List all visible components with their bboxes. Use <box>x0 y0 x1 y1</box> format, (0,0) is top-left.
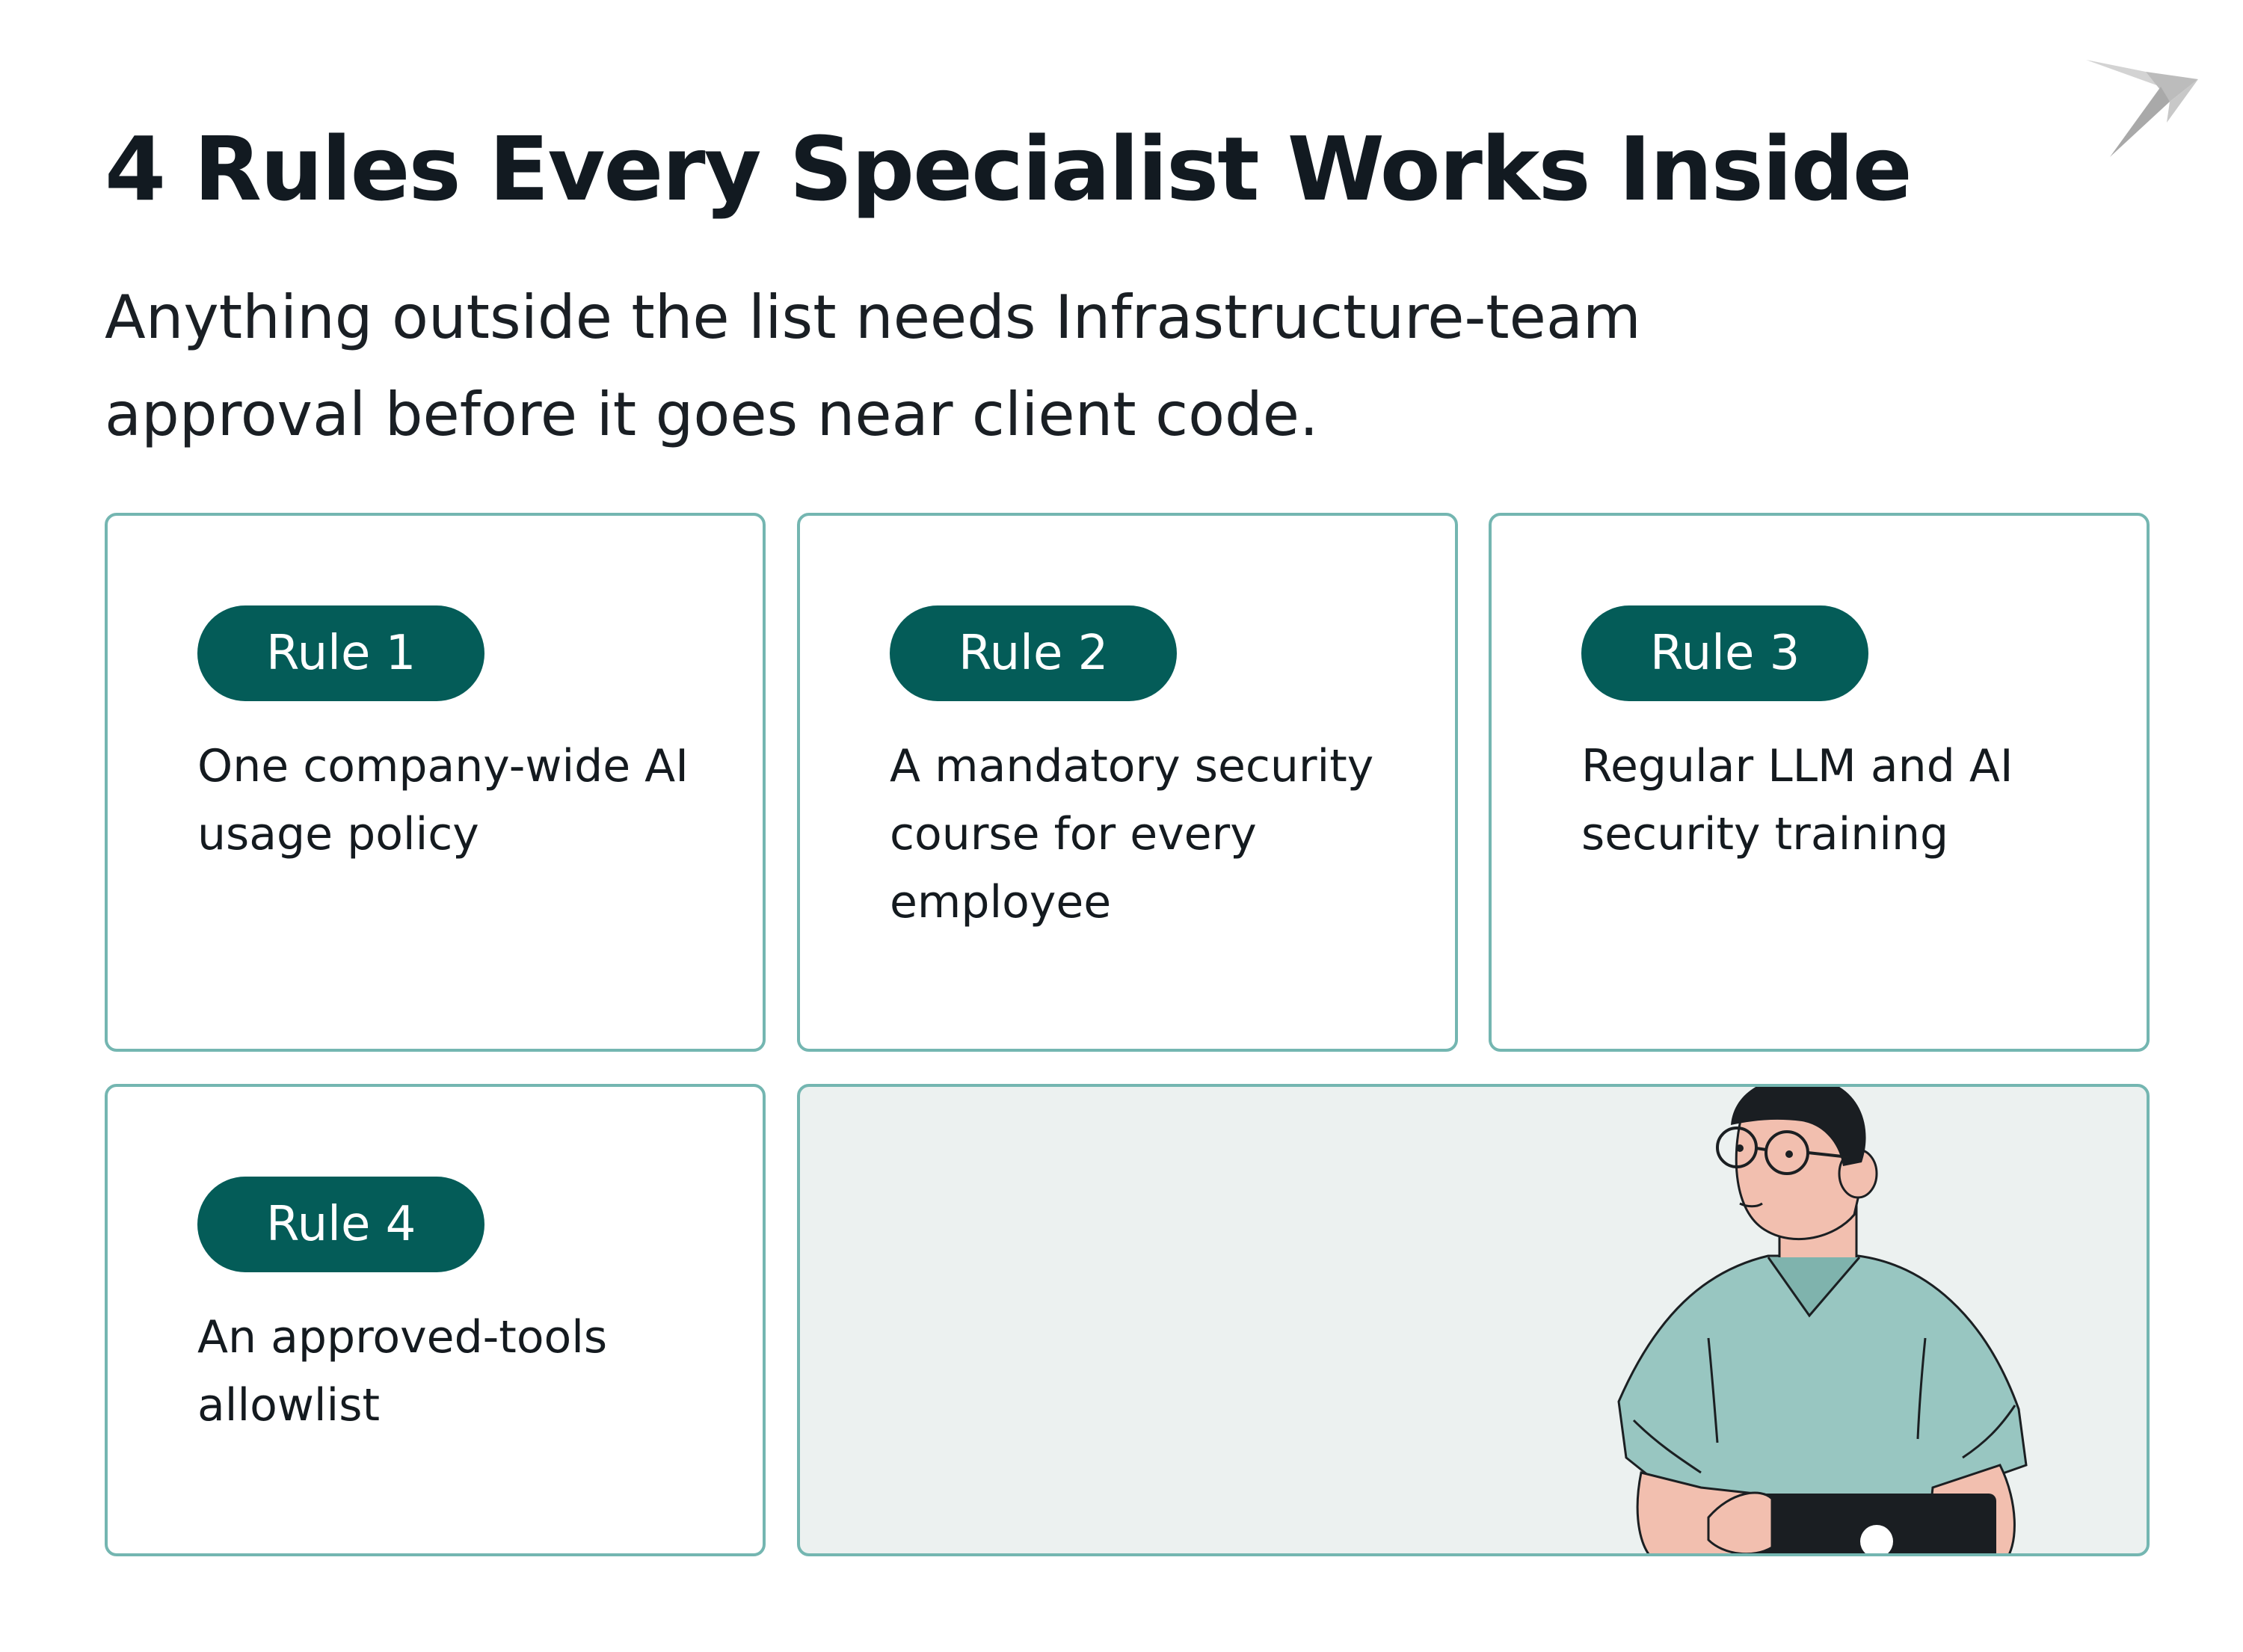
rule-description: A mandatory security course for every em… <box>890 740 1374 928</box>
rule-badge: Rule 2 <box>890 605 1178 701</box>
page-subtitle: Anything outside the list needs Infrastr… <box>105 283 1641 449</box>
rule-card-3: Rule 3 Regular LLM and AI security train… <box>1489 513 2150 1052</box>
rule-description: One company-wide AI usage policy <box>197 740 689 860</box>
rule-description: An approved-tools allowlist <box>197 1311 608 1431</box>
rule-badge: Rule 1 <box>197 605 485 701</box>
illustration-panel <box>797 1084 2150 1556</box>
person-with-tablet-illustration <box>1617 1087 2028 1553</box>
rule-badge: Rule 4 <box>197 1177 485 1272</box>
origami-bird-logo-icon <box>2086 60 2198 157</box>
rule-card-1: Rule 1 One company-wide AI usage policy <box>105 513 766 1052</box>
page-title: 4 Rules Every Specialist Works Inside <box>105 117 1913 221</box>
rule-card-4: Rule 4 An approved-tools allowlist <box>105 1084 766 1556</box>
rule-description: Regular LLM and AI security training <box>1581 740 2013 860</box>
rule-badge: Rule 3 <box>1581 605 1869 701</box>
rule-card-2: Rule 2 A mandatory security course for e… <box>797 513 1458 1052</box>
